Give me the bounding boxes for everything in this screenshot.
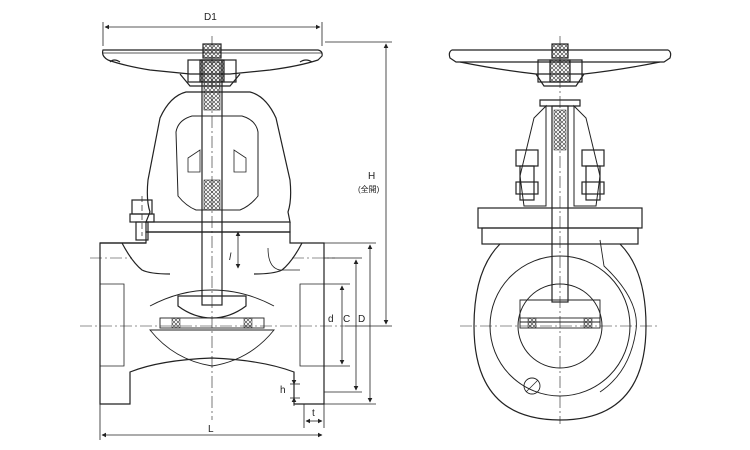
label-H-note: (全開) [358,185,380,194]
label-C: C [343,314,351,325]
bonnet-front [145,91,292,233]
gland-bolt-front [129,196,155,241]
label-D: D [358,314,366,325]
gland-bolts-side [515,149,605,201]
label-H: H [368,171,376,182]
label-D1: D1 [204,12,217,23]
front-dimensions [99,22,392,440]
label-l: l [229,252,232,263]
front-centerlines [80,36,345,420]
label-d: d [328,314,334,325]
label-h: h [280,385,286,396]
label-L: L [208,424,214,435]
side-centerlines [460,36,660,424]
label-t: t [312,408,315,419]
